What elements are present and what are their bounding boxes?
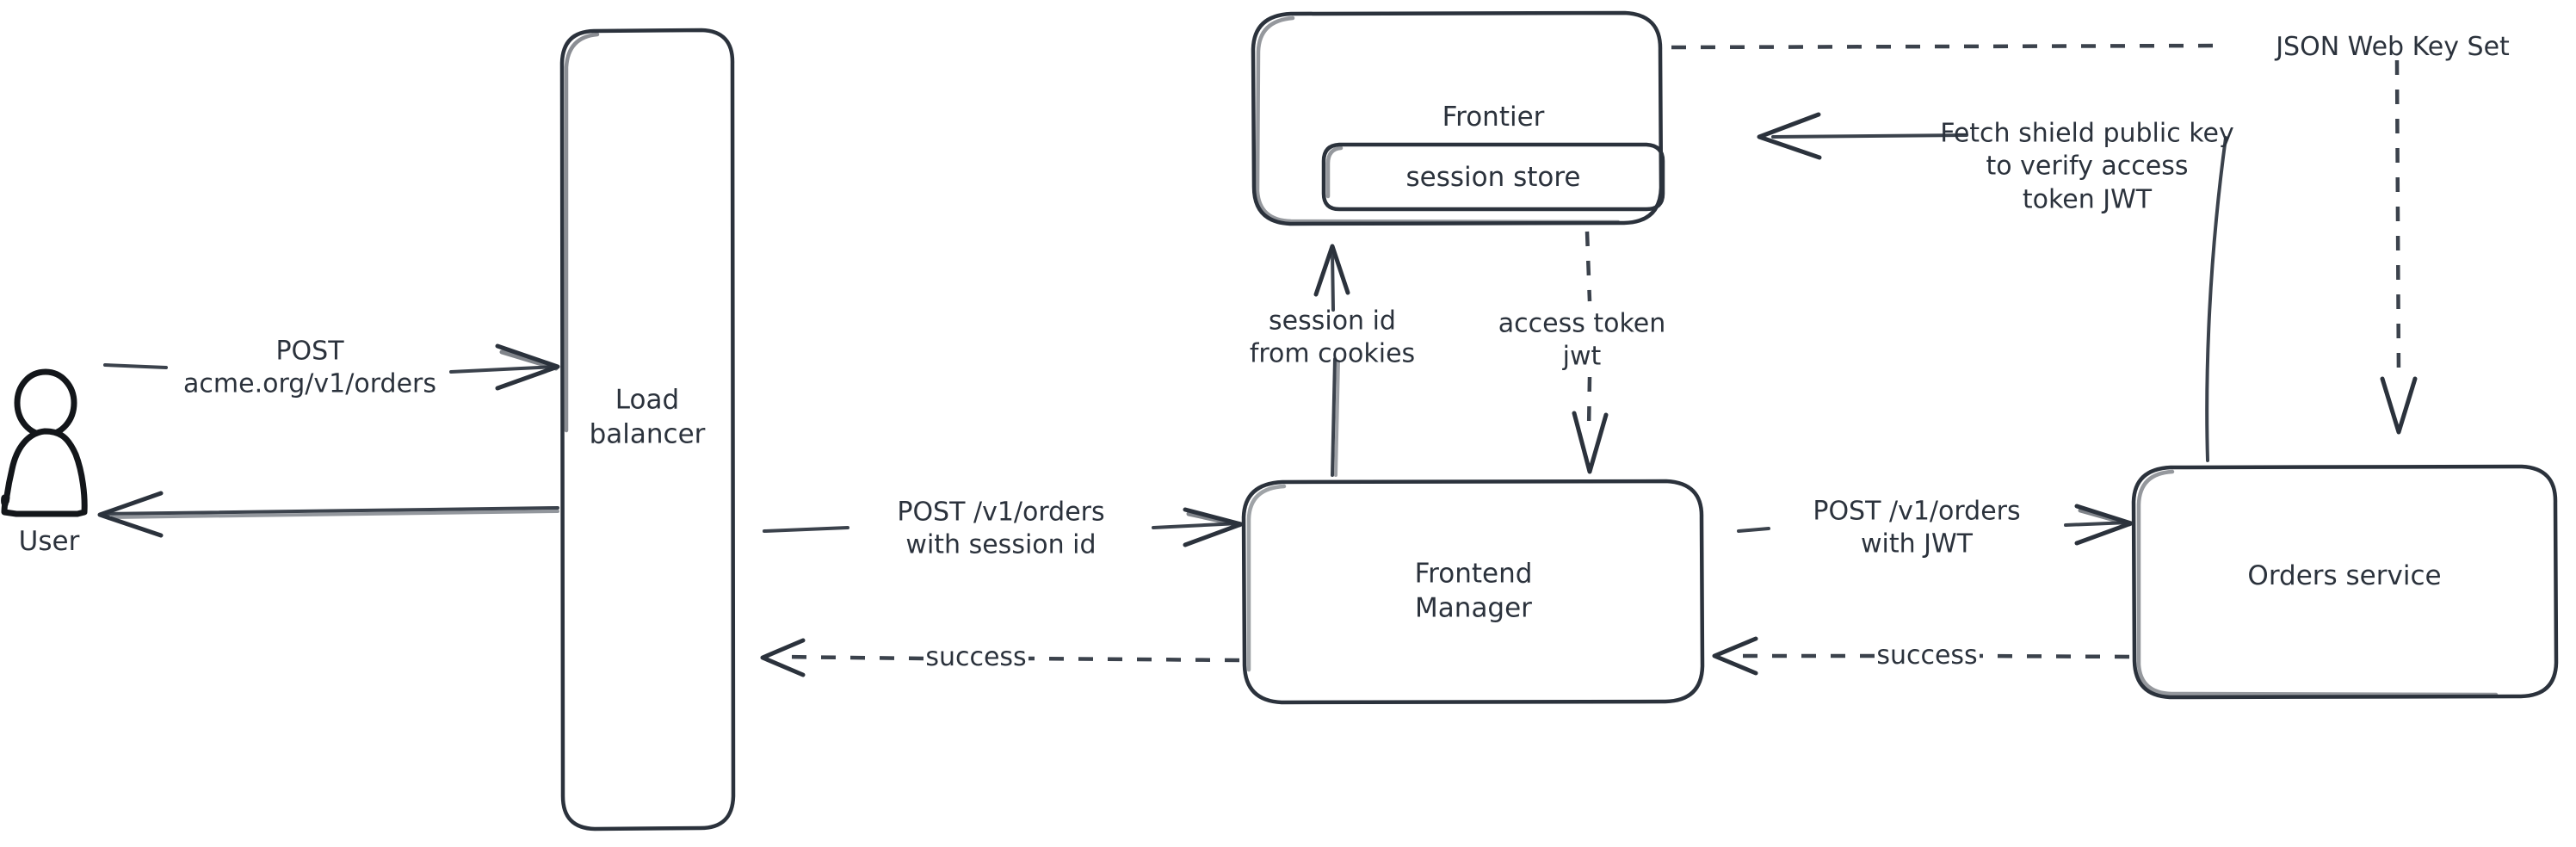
edge-frontend-manager-to-frontier <box>1313 244 1350 477</box>
session-store-box[interactable] <box>1321 142 1665 212</box>
load-balancer-box[interactable] <box>559 28 736 832</box>
edge-load-balancer-to-frontend-manager <box>763 507 1244 547</box>
edge-load-balancer-to-user <box>97 491 559 538</box>
edge-frontier-to-orders-service <box>1671 43 2418 435</box>
edge-user-to-load-balancer <box>103 343 560 391</box>
edge-frontend-manager-to-load-balancer <box>760 638 1240 677</box>
user-person-icon <box>1 368 88 517</box>
edge-frontier-to-frontend-manager <box>1572 231 1609 474</box>
frontier-box[interactable] <box>1251 10 1664 226</box>
edge-frontend-manager-to-orders-service <box>1737 504 2134 546</box>
edge-orders-service-to-frontier <box>1757 112 2227 462</box>
edge-orders-service-to-frontend-manager <box>1712 636 2130 676</box>
frontend-manager-box[interactable] <box>1241 479 1705 705</box>
orders-service-box[interactable] <box>2131 464 2559 700</box>
